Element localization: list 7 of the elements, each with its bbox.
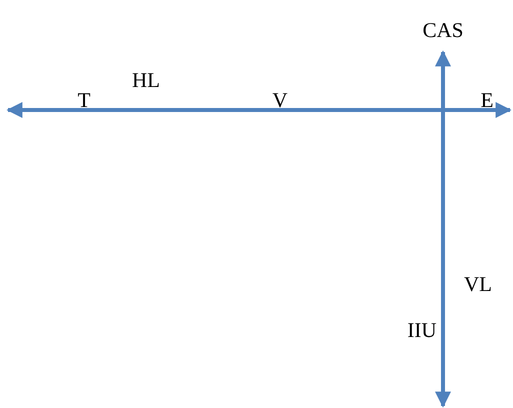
axis-label: HL: [132, 68, 160, 92]
axis-label: VL: [464, 272, 492, 296]
axis-label: V: [272, 88, 288, 112]
axis-label: T: [78, 88, 90, 112]
axis-label: CAS: [422, 18, 464, 42]
axis-label: IIU: [407, 318, 437, 342]
axis-label: E: [480, 88, 494, 112]
